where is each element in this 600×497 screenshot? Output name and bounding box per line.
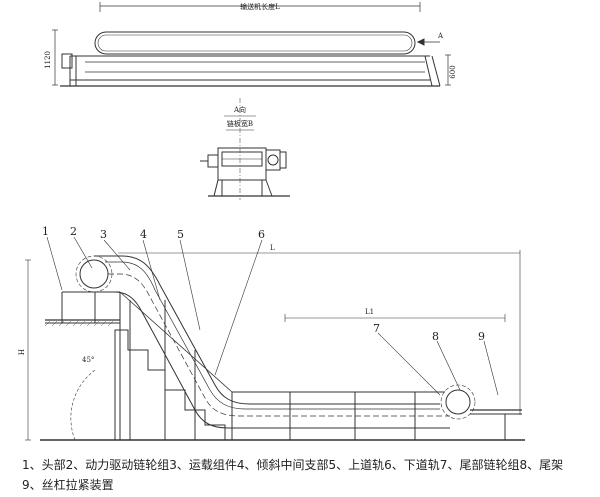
side-view-width: 链板宽B bbox=[227, 119, 253, 128]
side-view-title: A向 bbox=[233, 105, 246, 114]
figure-caption: 1、头部2、动力驱动链轮组3、运载组件4、倾斜中间支部5、上道轨6、下道轨7、尾… bbox=[22, 458, 564, 492]
dim-L-label: L bbox=[270, 244, 275, 252]
part-label-5: 5 bbox=[177, 228, 184, 241]
part-label-3: 3 bbox=[100, 228, 107, 241]
ground-hatch bbox=[44, 320, 114, 327]
top-dim-label: 输送机长度L bbox=[240, 2, 280, 11]
part-label-8: 8 bbox=[432, 330, 439, 343]
dim-H-label: H bbox=[18, 349, 26, 355]
top-view bbox=[52, 2, 451, 87]
part-label-9: 9 bbox=[478, 330, 485, 343]
part-label-7: 7 bbox=[373, 322, 380, 335]
view-marker-label: A bbox=[437, 32, 444, 40]
dim-L1-label: L1 bbox=[365, 308, 374, 316]
right-dim-label: 600 bbox=[449, 65, 457, 78]
left-dim-label: 1120 bbox=[44, 51, 52, 69]
part-label-4: 4 bbox=[140, 228, 147, 241]
part-label-1: 1 bbox=[42, 225, 49, 238]
part-label-2: 2 bbox=[70, 225, 77, 238]
part-label-6: 6 bbox=[258, 228, 265, 241]
angle-label: 45° bbox=[82, 356, 94, 364]
side-view bbox=[200, 98, 290, 200]
main-view bbox=[25, 236, 525, 441]
